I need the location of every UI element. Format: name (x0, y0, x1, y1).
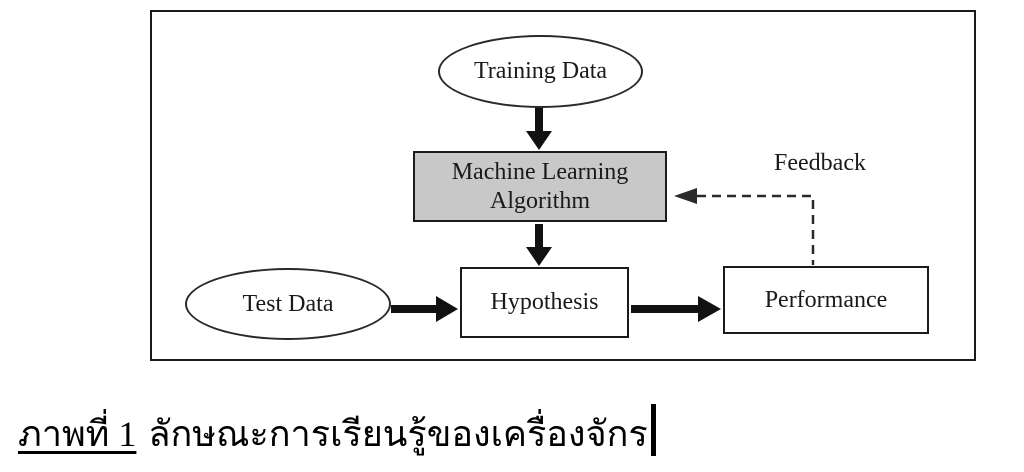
node-test-data: Test Data (185, 268, 391, 340)
feedback-edge-label: Feedback (774, 150, 866, 176)
node-performance-label: Performance (764, 286, 888, 313)
node-performance: Performance (723, 266, 929, 334)
node-training-data-label: Training Data (473, 58, 608, 84)
figure-caption[interactable]: ภาพที่ 1 ลักษณะการเรียนรู้ของเครื่องจักร (18, 404, 998, 462)
node-training-data: Training Data (438, 35, 643, 108)
figure-caption-number: ภาพที่ 1 (18, 414, 137, 454)
node-test-data-label: Test Data (242, 290, 334, 317)
figure-caption-text: ลักษณะการเรียนรู้ของเครื่องจักร (148, 414, 648, 454)
node-hypothesis-label: Hypothesis (490, 289, 599, 315)
node-hypothesis: Hypothesis (460, 267, 629, 338)
text-cursor-caret (650, 404, 656, 456)
node-machine-learning-algorithm: Machine Learning Algorithm (413, 151, 667, 222)
node-machine-learning-algorithm-label: Machine Learning Algorithm (451, 158, 629, 214)
